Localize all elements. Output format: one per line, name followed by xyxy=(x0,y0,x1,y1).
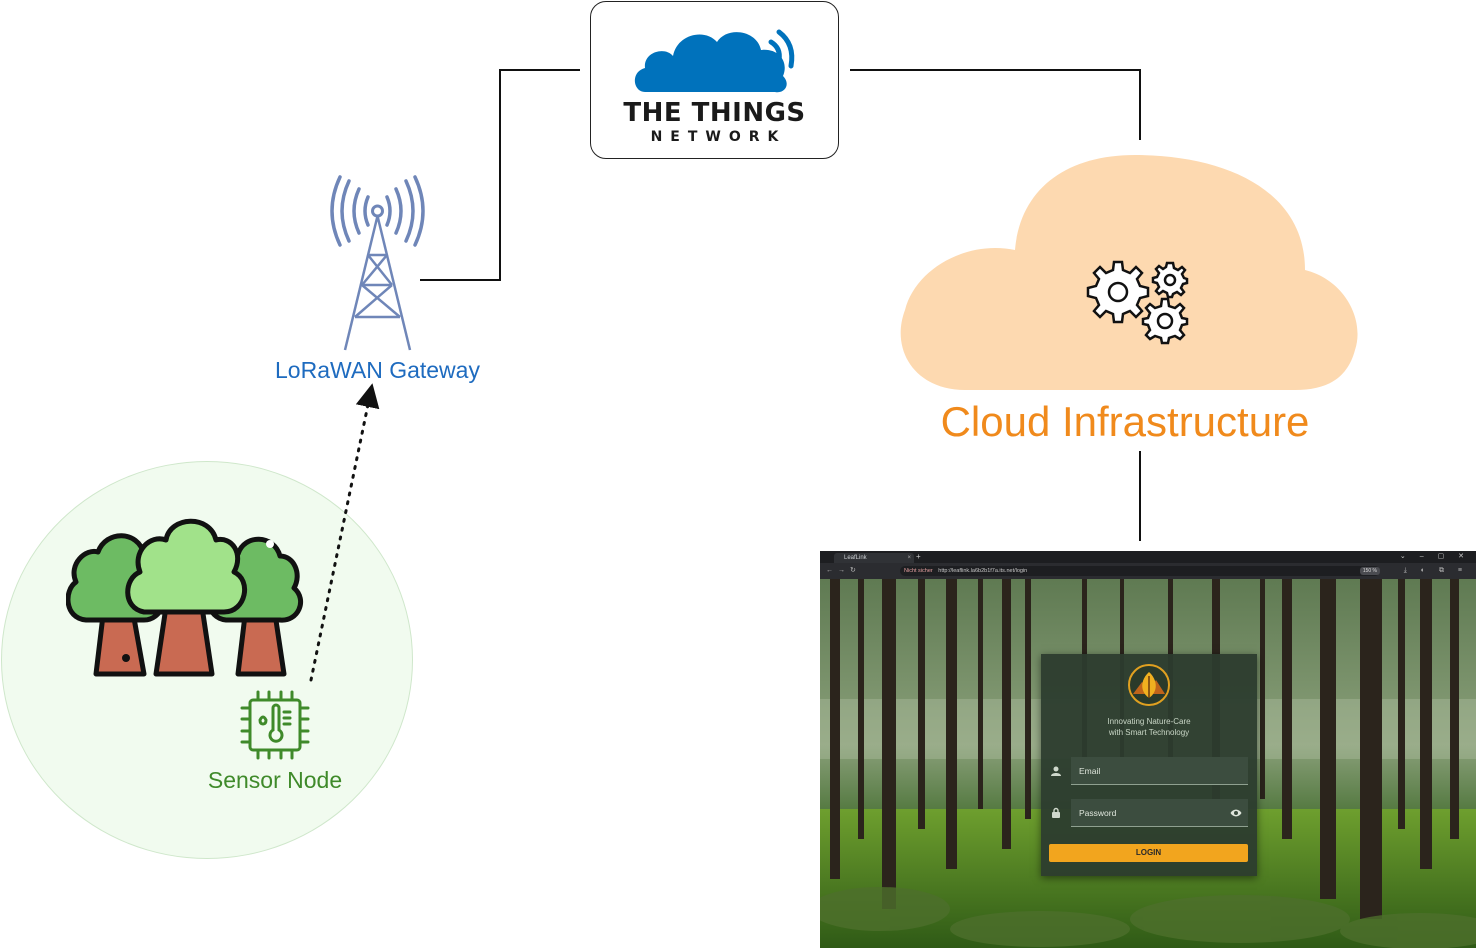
radio-tower-icon xyxy=(330,175,425,351)
app-screenshot: LeafLink × + ⌄ – ▢ ✕ ← → ↻ Nicht sicher … xyxy=(820,551,1476,948)
new-tab-icon[interactable]: + xyxy=(916,552,921,561)
email-field[interactable]: Email xyxy=(1071,757,1248,785)
user-icon xyxy=(1051,766,1061,776)
zoom-level[interactable]: 150 % xyxy=(1359,567,1380,575)
login-tagline: Innovating Nature-Care with Smart Techno… xyxy=(1107,717,1191,737)
tab-close-icon[interactable]: × xyxy=(907,555,911,561)
eye-icon[interactable] xyxy=(1230,808,1242,818)
ttn-cloud-icon xyxy=(634,29,795,93)
forward-icon[interactable]: → xyxy=(838,567,845,574)
back-icon[interactable]: ← xyxy=(826,567,833,574)
browser-tab-bar: LeafLink × + ⌄ – ▢ ✕ xyxy=(820,551,1476,563)
toolbar-icons[interactable]: ⤓ ◐ ⧉ ≡ xyxy=(1403,567,1468,574)
sensor-label: Sensor Node xyxy=(207,767,343,793)
browser-tab[interactable]: LeafLink × xyxy=(834,553,914,563)
url-text: http://leaflink.la6b2b1f7a.its.net/login xyxy=(938,568,1028,574)
login-card: Innovating Nature-Care with Smart Techno… xyxy=(1041,654,1257,876)
gears-icon xyxy=(1086,260,1189,345)
tree-icon xyxy=(66,518,303,677)
tab-title: LeafLink xyxy=(844,555,867,561)
sensor-chip-icon xyxy=(240,690,310,760)
ttn-title: THE THINGS xyxy=(623,98,806,128)
ttn-logo-box: THE THINGS NETWORK xyxy=(590,1,839,159)
password-field[interactable]: Password xyxy=(1071,799,1248,827)
reload-icon[interactable]: ↻ xyxy=(850,567,856,574)
ttn-subtitle: NETWORK xyxy=(650,129,787,145)
gateway-label: LoRaWAN Gateway xyxy=(275,357,480,383)
password-placeholder: Password xyxy=(1079,808,1117,818)
security-label: Nicht sicher xyxy=(904,568,933,574)
cloud-label: Cloud Infrastructure xyxy=(940,398,1310,445)
lock-icon xyxy=(1052,807,1060,818)
window-controls[interactable]: ⌄ – ▢ ✕ xyxy=(1399,553,1470,560)
leaf-logo-icon xyxy=(1128,664,1170,706)
forest-background-image xyxy=(820,579,1476,948)
browser-address-bar: ← → ↻ Nicht sicher http://leaflink.la6b2… xyxy=(820,563,1476,579)
login-button[interactable]: LOGIN xyxy=(1049,844,1248,862)
url-field[interactable]: Nicht sicher http://leaflink.la6b2b1f7a.… xyxy=(900,566,1380,576)
